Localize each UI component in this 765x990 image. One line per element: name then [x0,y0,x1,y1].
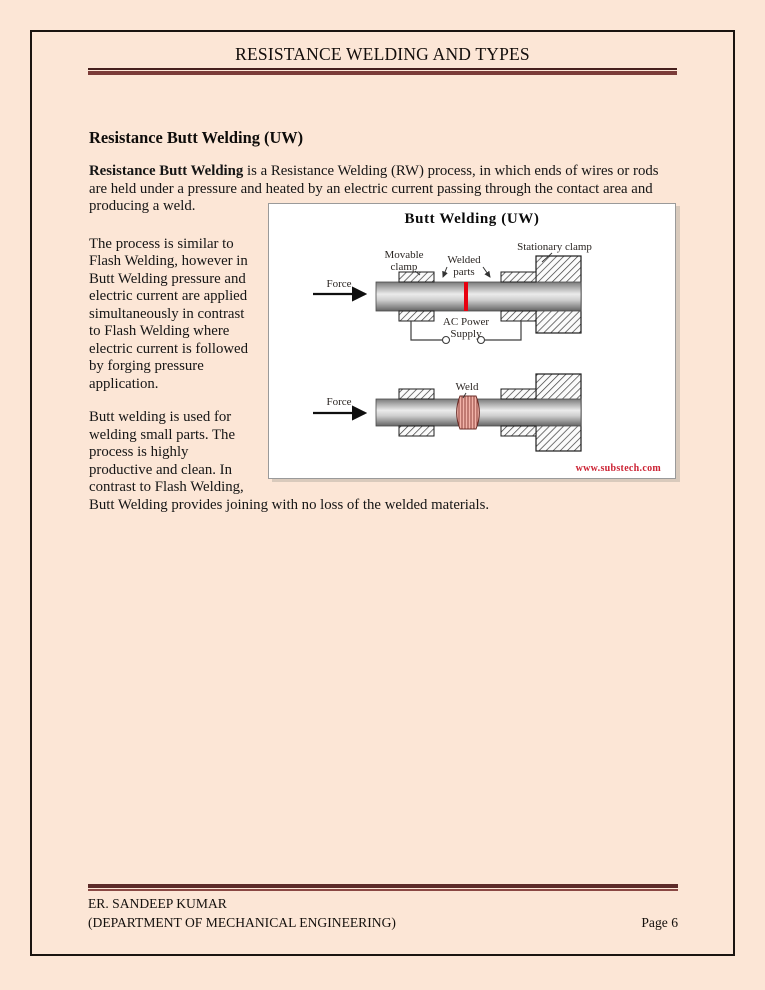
weld-bulge [456,395,480,430]
footer-department: (DEPARTMENT OF MECHANICAL ENGINEERING) [88,914,396,930]
intro-paragraph: Resistance Butt Welding is a Resistance … [89,163,677,216]
label-stationary-clamp: Stationary clamp [517,241,592,253]
usage-paragraph: Butt welding is used for welding small p… [89,409,244,495]
supply-terminal-left [441,335,451,345]
welded-parts-pointer-left [442,266,448,278]
intro-lead-bold: Resistance Butt Welding [89,163,244,179]
page-footer: ER. SANDEEP KUMAR (DEPARTMENT OF MECHANI… [88,884,678,932]
stationary-clamp-pointer [541,252,553,263]
stationary-clamp-lower-bottom [500,425,537,437]
footer-rule [88,884,678,891]
bottom-assembly [313,373,582,452]
butt-welding-diagram-svg [313,252,582,452]
label-weld: Weld [455,381,479,393]
movable-clamp-lower [398,310,435,322]
label-force-bottom: Force [326,396,352,408]
weld-contact-line [464,282,468,311]
intro-rest-text: is a Resistance Welding (RW) process, in… [89,163,659,214]
process-paragraph: The process is similar to Flash Welding,… [89,235,248,392]
movable-clamp-lower-bottom [398,425,435,437]
footer-page-number: Page 6 [641,914,678,930]
label-ac-power-supply: AC Power Supply [442,316,490,340]
usage-paragraph-continued: Butt Welding provides joining with no lo… [89,496,490,513]
label-movable-clamp: Movable clamp [384,249,424,273]
rod [375,281,582,312]
header-rule [88,68,677,75]
supply-wire-left [410,321,442,341]
figure-title: Butt Welding (UW) [404,211,540,227]
label-welded-parts: Welded parts [447,254,481,278]
supply-wire-right [485,321,522,341]
supply-terminal-right [476,335,486,345]
weld-pointer [462,392,467,399]
butt-welding-figure: Butt Welding (UW) Movable clamp Welded p… [268,203,676,479]
top-assembly [313,252,582,345]
watermark-text: www.substech.com [575,463,661,474]
footer-author-block: ER. SANDEEP KUMAR (DEPARTMENT OF MECHANI… [88,895,396,932]
footer-author-name: ER. SANDEEP KUMAR [88,896,227,911]
section-heading: Resistance Butt Welding (UW) [89,128,304,147]
stationary-clamp-upper [500,271,537,283]
movable-clamp-upper [398,271,435,283]
movable-clamp-pointer [414,270,421,276]
label-force-top: Force [326,278,352,290]
page-title: RESISTANCE WELDING AND TYPES [235,44,530,64]
article: Resistance Butt Welding (UW) Resistance … [89,128,677,514]
movable-clamp-upper-bottom [398,388,435,400]
stationary-clamp-upper-bottom [500,388,537,400]
page-frame: RESISTANCE WELDING AND TYPES Resistance … [30,30,735,956]
stationary-clamp-lower [500,310,537,322]
welded-parts-pointer-right [482,266,491,278]
